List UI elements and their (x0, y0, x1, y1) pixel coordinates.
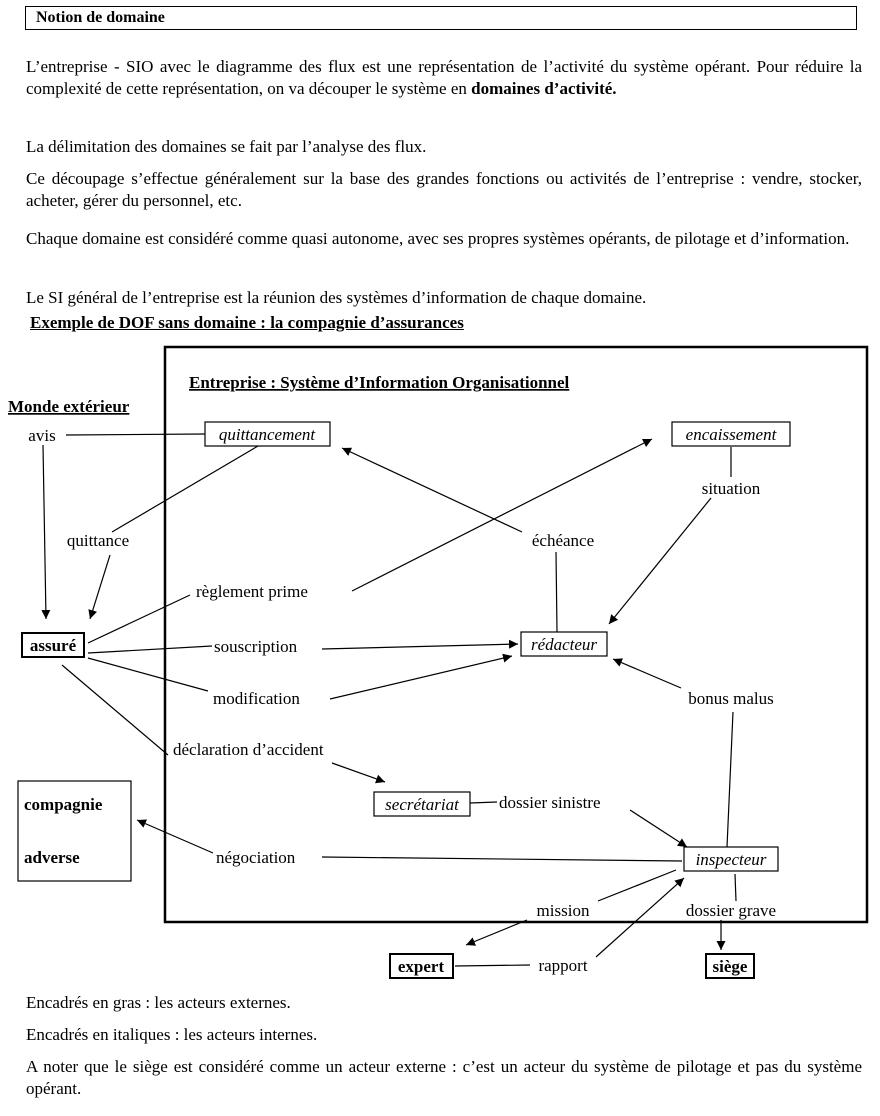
flow-reglement-prime: règlement prime (196, 582, 308, 601)
flow-modification: modification (213, 689, 300, 708)
dossier-sinistre-arrow (629, 809, 688, 848)
actor-expert: expert (398, 957, 445, 976)
souscription-arrow (321, 639, 519, 650)
flow-negociation: négociation (216, 848, 296, 867)
flow-avis: avis (28, 426, 55, 445)
avis-arrow (41, 444, 51, 620)
flow-quittance: quittance (67, 531, 129, 550)
actor-encaissement: encaissement (686, 425, 778, 444)
flow-bonus-malus: bonus malus (688, 689, 773, 708)
reglement-arrow (351, 438, 653, 592)
paragraph-intro-bold: domaines d’activité. (471, 79, 617, 98)
mission-line-a (597, 869, 677, 902)
enterprise-label: Entreprise : Système d’Information Organ… (189, 373, 570, 392)
siege-box (705, 953, 755, 979)
note-siege: A noter que le siège est considéré comme… (26, 1057, 862, 1098)
actor-redacteur: rédacteur (531, 635, 597, 654)
dossier-sinistre-line-a (469, 801, 498, 804)
flow-diagram: Entreprise : Système d’Information Organ… (8, 345, 869, 979)
quittancement-box (204, 421, 331, 447)
negociation-line-a (321, 856, 683, 862)
example-title: Exemple de DOF sans domaine : la compagn… (30, 313, 464, 332)
inspecteur-box (683, 846, 779, 872)
bonus-line-a (726, 711, 734, 848)
secretariat-box (373, 791, 471, 817)
declaration-line-a (61, 664, 169, 756)
actor-quittancement: quittancement (219, 425, 317, 444)
paragraph-intro: L’entreprise - SIO avec le diagramme des… (26, 56, 862, 100)
paragraph-delimitation: La délimitation des domaines se fait par… (26, 137, 427, 156)
declaration-arrow (331, 762, 386, 784)
actor-secretariat: secrétariat (385, 795, 460, 814)
encaissement-box (671, 421, 791, 447)
enterprise-frame (163, 345, 869, 924)
outside-label: Monde extérieur (8, 397, 130, 416)
flow-echeance: échéance (532, 531, 594, 550)
section-title: Notion de domaine (25, 6, 857, 30)
paragraph-si-general: Le SI général de l’entreprise est la réu… (26, 288, 647, 307)
note-external: Encadrés en gras : les acteurs externes. (26, 993, 291, 1012)
paragraph-domaine: Chaque domaine est considéré comme quasi… (26, 229, 850, 248)
modification-line-a (87, 657, 209, 692)
flow-souscription: souscription (214, 637, 298, 656)
bonus-arrow (612, 658, 682, 689)
actor-compagnie-line2: adverse (24, 848, 80, 867)
echeance-line-a (555, 551, 558, 633)
flow-declaration: déclaration d’accident (173, 740, 324, 759)
assure-box (21, 632, 85, 658)
redacteur-box (520, 631, 608, 657)
flow-situation: situation (702, 479, 761, 498)
flow-dossier-sinistre: dossier sinistre (499, 793, 601, 812)
actor-assure: assuré (30, 636, 77, 655)
situation-arrow (608, 497, 712, 625)
rapport-arrow (595, 877, 685, 958)
compagnie-box (17, 780, 132, 882)
avis-line (65, 433, 206, 436)
mission-arrow (465, 919, 528, 946)
rapport-line-a (454, 964, 531, 967)
quittance-line (111, 445, 259, 533)
souscription-line-a (87, 645, 213, 654)
actor-siege: siège (713, 957, 748, 976)
paragraph-decoupage: Ce découpage s’effectue généralement sur… (26, 169, 862, 210)
negociation-arrow (136, 819, 214, 854)
actor-inspecteur: inspecteur (696, 850, 767, 869)
paragraph-intro-text: L’entreprise - SIO avec le diagramme des… (26, 57, 862, 98)
flow-mission: mission (537, 901, 590, 920)
note-internal: Encadrés en italiques : les acteurs inte… (26, 1025, 318, 1044)
dossier-grave-line-a (734, 873, 737, 902)
flow-lines (41, 433, 737, 967)
reglement-line-a (87, 594, 191, 644)
expert-box (389, 953, 454, 979)
modification-arrow (329, 653, 513, 700)
quittance-arrow (88, 554, 111, 620)
echeance-arrow (341, 447, 523, 533)
flow-dossier-grave: dossier grave (686, 901, 776, 920)
flow-rapport: rapport (538, 956, 587, 975)
actor-compagnie-line1: compagnie (24, 795, 103, 814)
